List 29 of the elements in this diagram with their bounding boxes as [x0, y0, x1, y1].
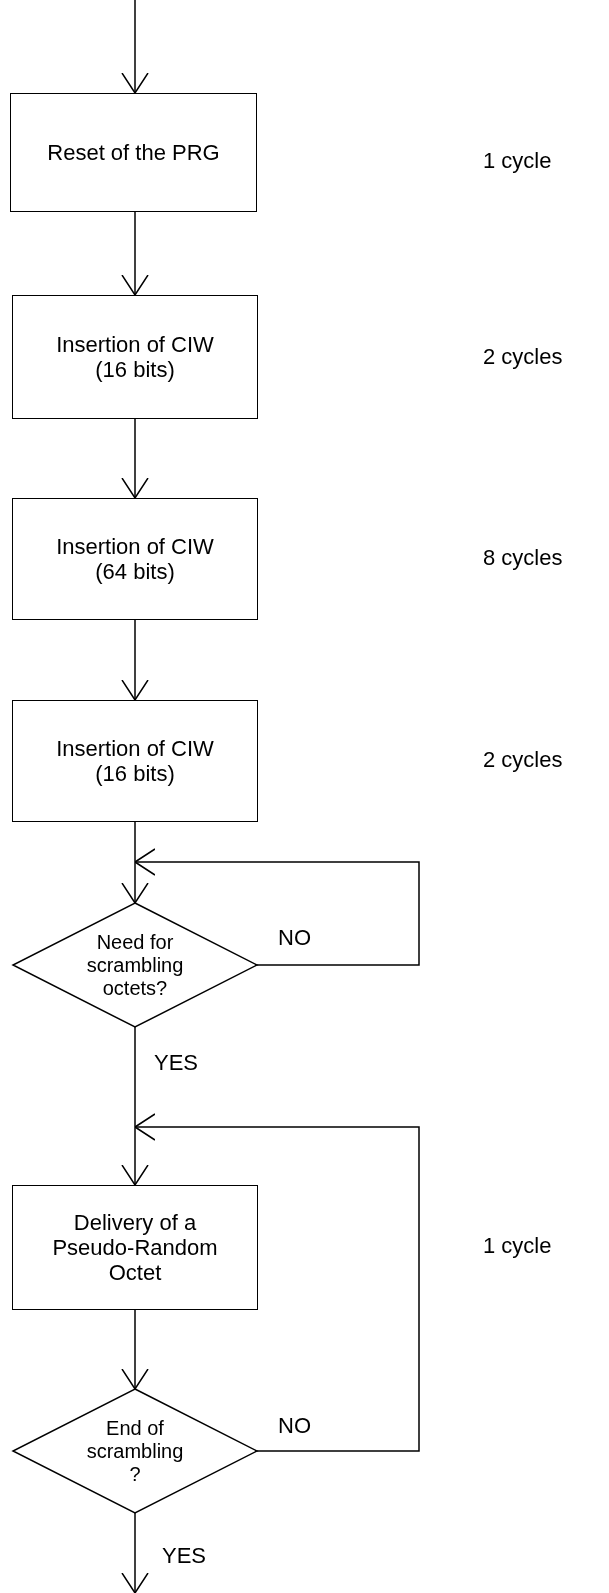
node-text: Need for scrambling octets? — [85, 930, 185, 1000]
arrow — [121, 1512, 149, 1593]
cycle-count: 2 cycles — [483, 344, 563, 370]
node-text: Insertion of CIW (64 bits) — [55, 533, 215, 585]
decision-diamond — [13, 1389, 257, 1513]
process-box — [12, 1185, 258, 1310]
process-box — [12, 700, 258, 822]
process-box — [12, 295, 258, 419]
arrow — [121, 821, 149, 904]
arrow — [121, 0, 149, 94]
process-box — [12, 498, 258, 620]
process-box — [10, 93, 257, 212]
cycle-count: 1 cycle — [483, 148, 552, 174]
arrow — [121, 619, 149, 701]
node-text: Insertion of CIW (16 bits) — [55, 331, 215, 383]
arrow — [134, 1113, 420, 1452]
arrow — [134, 848, 420, 966]
cycle-count: 2 cycles — [483, 747, 563, 773]
decision-diamond — [13, 903, 257, 1027]
arrow — [121, 1026, 149, 1186]
arrow — [121, 418, 149, 499]
cycle-count: 1 cycle — [483, 1233, 552, 1259]
node-text: Reset of the PRG — [47, 139, 220, 166]
arrow — [121, 1309, 149, 1390]
cycle-count: 8 cycles — [483, 545, 563, 571]
arrow — [121, 211, 149, 296]
node-text: End of scrambling ? — [85, 1416, 185, 1486]
node-text: Delivery of a Pseudo-Random Octet — [51, 1209, 219, 1286]
node-text: Insertion of CIW (16 bits) — [55, 735, 215, 787]
